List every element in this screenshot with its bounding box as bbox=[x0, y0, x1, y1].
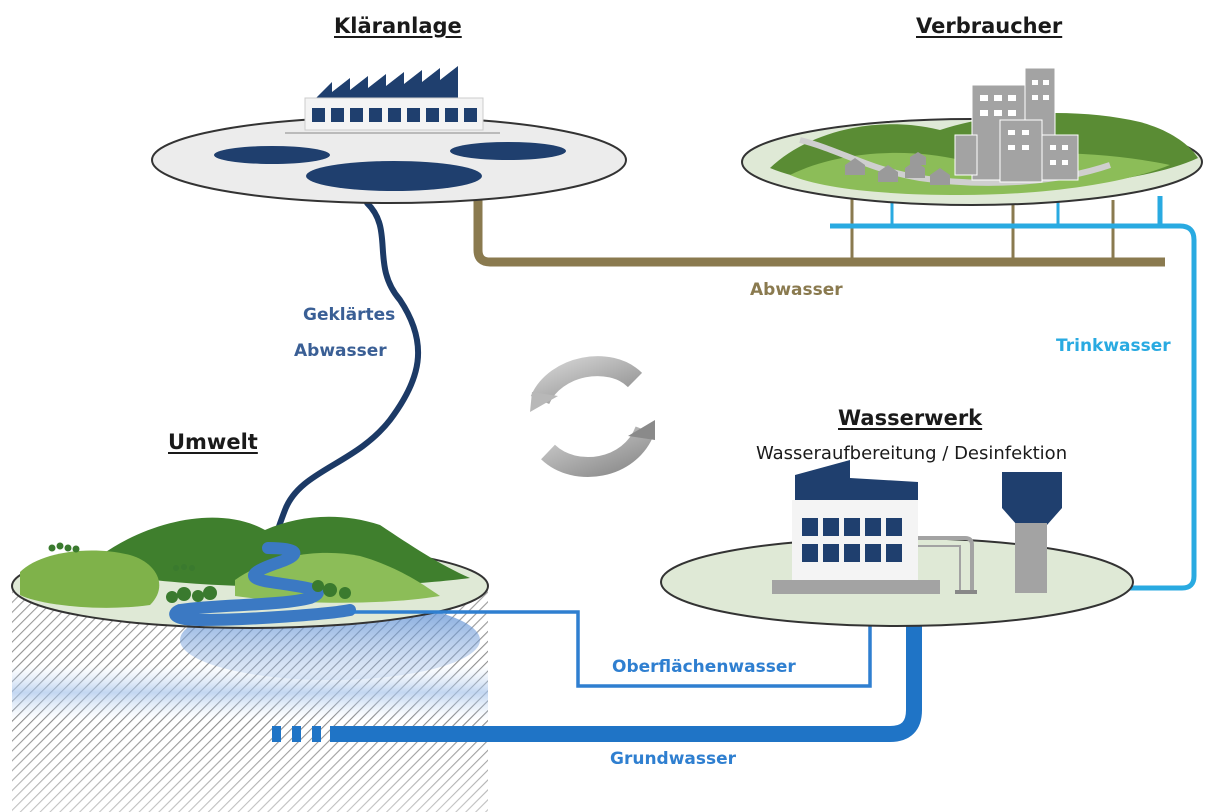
klaeranlage-title: Kläranlage bbox=[334, 14, 462, 38]
wasserwerk-title: Wasserwerk bbox=[838, 406, 983, 430]
abwasser-pipe bbox=[473, 192, 1165, 267]
geklaertes-label-line1: Geklärtes bbox=[303, 305, 396, 325]
klaeranlage-factory-icon bbox=[304, 66, 484, 131]
grundwasser-label: Grundwasser bbox=[610, 749, 737, 769]
grundwasser-pipe bbox=[272, 620, 922, 742]
geklaertes-abwasser-pipe bbox=[267, 200, 422, 551]
oberflaechenwasser-pipe bbox=[350, 610, 872, 688]
umwelt-station bbox=[11, 516, 489, 812]
umwelt-title: Umwelt bbox=[168, 430, 258, 454]
oberflaechenwasser-label: Oberflächenwasser bbox=[612, 657, 796, 677]
wasserwerk-station bbox=[660, 460, 1134, 627]
wasserwerk-tower-icon bbox=[1002, 472, 1062, 593]
trinkwasser-pipe bbox=[830, 196, 1197, 591]
verbraucher-station bbox=[741, 67, 1203, 206]
verbraucher-title: Verbraucher bbox=[916, 14, 1063, 38]
wasserwerk-factory-icon bbox=[772, 460, 977, 594]
wasserwerk-subtitle: Wasseraufbereitung / Desinfektion bbox=[756, 443, 1068, 464]
trinkwasser-label: Trinkwasser bbox=[1056, 336, 1171, 356]
geklaertes-label-line2: Abwasser bbox=[294, 341, 387, 361]
abwasser-label: Abwasser bbox=[750, 280, 843, 300]
klaeranlage-station bbox=[151, 66, 627, 204]
cycle-arrows-icon bbox=[530, 356, 655, 477]
